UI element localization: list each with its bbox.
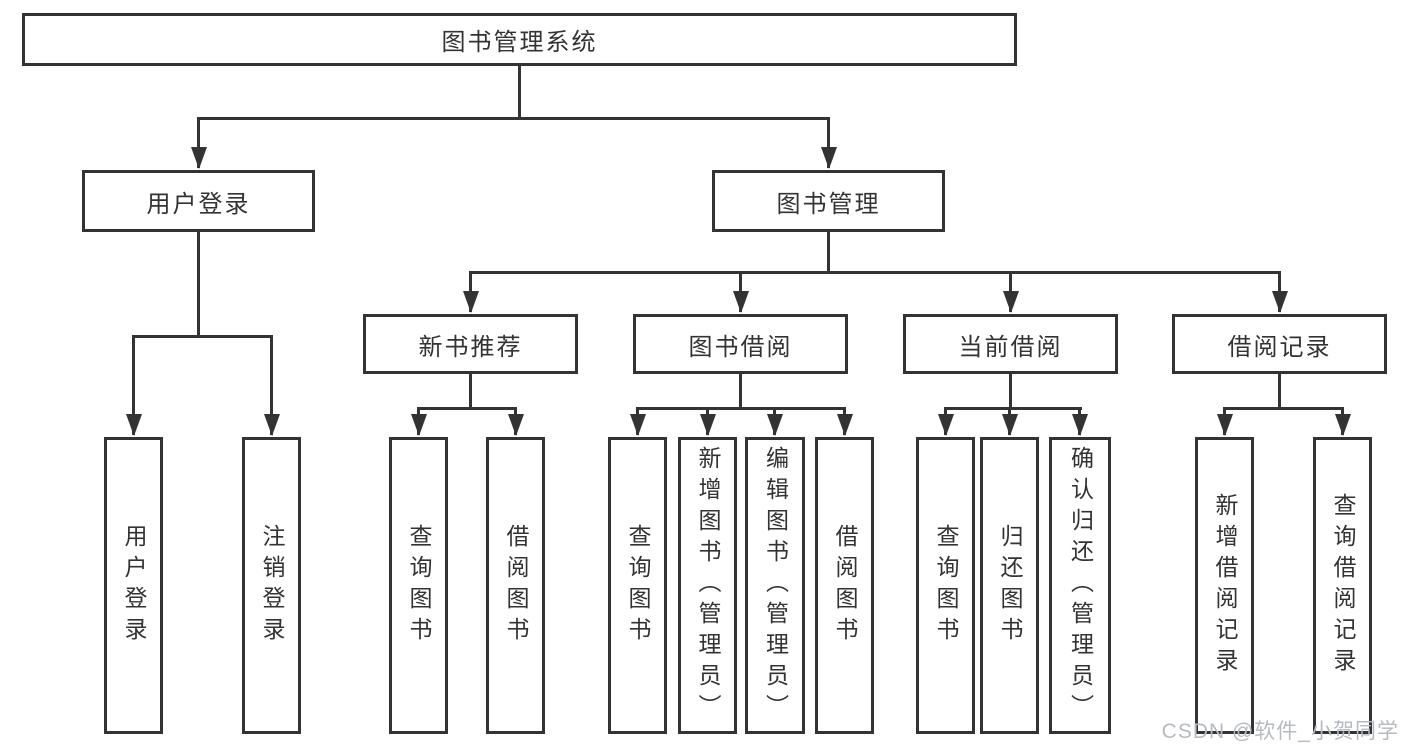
leaf-borrow-books-2-label: 借阅图书 — [832, 523, 858, 648]
node-current-borrow: 当前借阅 — [903, 314, 1118, 374]
leaf-query-books-1-label: 查询图书 — [406, 523, 432, 648]
leaf-query-books-2-label: 查询图书 — [625, 523, 651, 648]
node-root-label: 图书管理系统 — [441, 29, 598, 56]
arrow-to-leaf-borrow-books-1 — [514, 407, 517, 435]
leaf-query-books-3-label: 查询图书 — [933, 523, 959, 648]
leaf-query-books-1: 查询图书 — [389, 437, 448, 734]
arrow-to-leaf-user-login — [132, 335, 135, 435]
node-borrow-records: 借阅记录 — [1172, 314, 1387, 374]
leaf-borrow-books-1-label: 借阅图书 — [503, 523, 529, 648]
watermark: CSDN @软件_小贺同学 — [1161, 720, 1399, 743]
arrow-to-leaf-confirm-return-admin — [1078, 407, 1081, 435]
connector-user-login-stub — [197, 232, 200, 335]
connector-level3-rail — [469, 271, 1281, 274]
leaf-query-books-2: 查询图书 — [608, 437, 667, 734]
connector-level2-rail — [197, 117, 830, 120]
connector-current-borrow-stub — [1009, 374, 1012, 407]
node-new-book-recommend: 新书推荐 — [363, 314, 578, 374]
leaf-query-borrow-record-label: 查询借阅记录 — [1330, 492, 1356, 679]
node-current-borrow-label: 当前借阅 — [958, 333, 1063, 361]
arrow-to-book-management — [827, 117, 830, 168]
arrow-to-leaf-edit-book-admin — [773, 407, 776, 435]
node-book-borrow: 图书借阅 — [633, 314, 848, 374]
arrow-to-user-login — [197, 117, 200, 168]
leaf-confirm-return-admin: 确认归还（管理员） — [1049, 437, 1111, 734]
leaf-logout: 注销登录 — [242, 437, 301, 734]
arrow-to-leaf-add-borrow-record — [1223, 407, 1226, 435]
node-user-login: 用户登录 — [82, 170, 315, 232]
arrow-to-current-borrow — [1009, 271, 1012, 312]
node-book-management: 图书管理 — [712, 170, 945, 232]
connector-book-management-stub — [827, 232, 830, 271]
leaf-confirm-return-admin-label: 确认归还（管理员） — [1067, 446, 1094, 725]
leaf-query-borrow-record: 查询借阅记录 — [1313, 437, 1372, 734]
arrow-to-leaf-query-borrow-record — [1341, 407, 1344, 435]
node-book-management-label: 图书管理 — [776, 190, 881, 218]
node-book-borrow-label: 图书借阅 — [688, 333, 793, 361]
leaf-query-books-3: 查询图书 — [916, 437, 975, 734]
arrow-to-borrow-records — [1278, 271, 1281, 312]
arrow-to-leaf-query-books-1 — [417, 407, 420, 435]
arrow-to-book-borrow — [739, 271, 742, 312]
connector-book-borrow-stub — [739, 374, 742, 407]
arrow-to-leaf-add-book-admin — [706, 407, 709, 435]
leaf-edit-book-admin-label: 编辑图书（管理员） — [762, 446, 789, 725]
leaf-add-book-admin: 新增图书（管理员） — [678, 437, 737, 734]
arrow-to-leaf-query-books-2 — [636, 407, 639, 435]
arrow-to-leaf-logout — [270, 335, 273, 435]
arrow-to-leaf-borrow-books-2 — [843, 407, 846, 435]
connector-borrow-records-stub — [1278, 374, 1281, 407]
connector-book-borrow-rail — [636, 407, 846, 410]
connector-current-borrow-rail — [944, 407, 1082, 410]
leaf-return-book: 归还图书 — [980, 437, 1039, 734]
node-new-book-recommend-label: 新书推荐 — [418, 333, 523, 361]
connector-new-book-recommend-rail — [417, 407, 517, 410]
leaf-user-login: 用户登录 — [104, 437, 163, 734]
leaf-return-book-label: 归还图书 — [997, 523, 1023, 648]
arrow-to-leaf-query-books-3 — [944, 407, 947, 435]
leaf-edit-book-admin: 编辑图书（管理员） — [745, 437, 805, 734]
connector-user-login-rail — [132, 335, 273, 338]
arrow-to-new-book-recommend — [469, 271, 472, 312]
leaf-borrow-books-2: 借阅图书 — [815, 437, 874, 734]
leaf-add-borrow-record-label: 新增借阅记录 — [1212, 492, 1238, 679]
connector-new-book-recommend-stub — [469, 374, 472, 407]
leaf-logout-label: 注销登录 — [259, 523, 285, 648]
leaf-user-login-label: 用户登录 — [121, 523, 147, 648]
arrow-to-leaf-return-book — [1008, 407, 1011, 435]
connector-borrow-records-rail — [1223, 407, 1344, 410]
leaf-add-borrow-record: 新增借阅记录 — [1195, 437, 1254, 734]
leaf-borrow-books-1: 借阅图书 — [486, 437, 545, 734]
connector-root-stub — [518, 66, 521, 117]
node-user-login-label: 用户登录 — [146, 190, 251, 218]
node-borrow-records-label: 借阅记录 — [1227, 333, 1332, 361]
leaf-add-book-admin-label: 新增图书（管理员） — [695, 446, 721, 725]
node-root: 图书管理系统 — [22, 13, 1017, 66]
